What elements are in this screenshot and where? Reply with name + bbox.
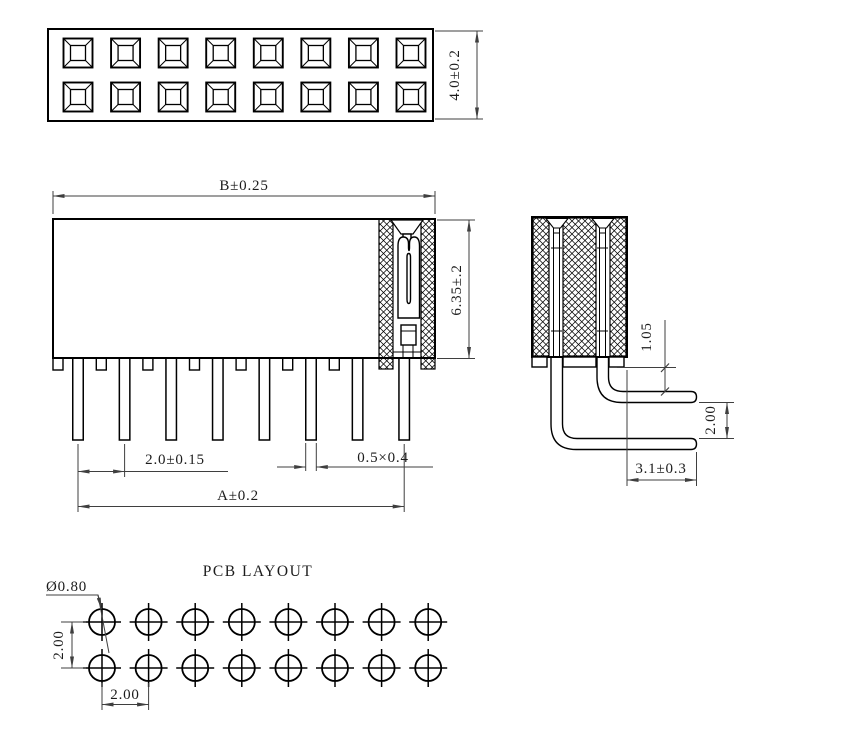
front-width-dimension-label: B±0.25 — [219, 178, 268, 194]
gap-dimension-label: 2.00 — [703, 405, 719, 434]
socket-cavity — [252, 37, 284, 69]
side-contact-lines — [551, 228, 608, 356]
pitch-dimension-label: 2.0±0.15 — [145, 452, 205, 468]
socket-cavity — [157, 37, 189, 69]
pcb-hole — [408, 602, 449, 642]
front-view: B±0.25 6.35±.2 2.0±0.15 — [52, 178, 475, 512]
pcb-hole — [82, 648, 122, 688]
standoff — [95, 357, 108, 371]
contact-base-box — [400, 324, 417, 346]
section-right-wall — [420, 218, 436, 359]
tail-dimension-label: 3.1±0.3 — [635, 461, 686, 477]
standoff — [188, 357, 201, 371]
front-width-extension-lines — [52, 191, 436, 214]
socket-cavity — [62, 81, 94, 113]
span-dimension-label: A±0.2 — [217, 488, 259, 504]
front-housing-outline — [52, 218, 436, 359]
side-view: 1.05 2.00 3.1±0.3 — [531, 216, 734, 486]
side-wall-right — [609, 217, 627, 357]
straight-pin — [118, 357, 131, 441]
section-left-wall — [378, 218, 394, 359]
pcb-vertical-dimension-label: 2.00 — [51, 630, 67, 659]
pcb-hole — [315, 602, 355, 642]
socket-cavity — [62, 37, 94, 69]
socket-cavity — [205, 81, 237, 113]
section-left-foot — [378, 357, 394, 370]
offset-dimension-label: 1.05 — [639, 322, 655, 351]
pcb-layout: PCB LAYOUT Ø0.80 2.00 2.00 — [46, 563, 449, 710]
socket-cavity — [205, 37, 237, 69]
pcb-hole — [221, 648, 262, 688]
straight-pin — [351, 357, 364, 441]
pcb-hole — [268, 602, 309, 642]
pcb-hole — [128, 648, 169, 688]
socket-cavity — [300, 37, 332, 69]
standoff-row — [52, 357, 340, 371]
standoff — [142, 357, 154, 371]
socket-cavity — [110, 37, 142, 69]
pcb-hole — [268, 648, 309, 688]
standoff — [235, 357, 247, 371]
standoff — [52, 357, 64, 371]
socket-cavity — [347, 37, 379, 69]
pcb-hole — [221, 602, 262, 642]
side-foot-left — [531, 356, 548, 368]
socket-cavity — [252, 81, 284, 113]
socket-cavity — [347, 81, 379, 113]
pcb-hole — [315, 648, 355, 688]
pcb-hole — [82, 602, 122, 642]
socket-cavity — [300, 81, 332, 113]
socket-cavity — [395, 81, 427, 113]
straight-pin — [211, 357, 224, 441]
hole-leader-arrow — [96, 594, 102, 610]
pcb-hole — [175, 602, 216, 642]
front-height-dimension-label: 6.35±.2 — [449, 264, 465, 315]
section-right-foot — [420, 357, 436, 370]
front-bottom-extension-lines — [77, 443, 405, 512]
hole-grid — [82, 602, 449, 688]
top-view: 4.0±0.2 — [47, 28, 483, 122]
pin-size-dimension-label: 0.5×0.4 — [357, 450, 409, 466]
side-foot-right — [608, 356, 625, 368]
standoff — [282, 357, 294, 371]
side-funnel-rear — [590, 217, 616, 229]
pcb-horizontal-dimension-label: 2.00 — [110, 687, 139, 703]
hole-diameter-label: Ø0.80 — [46, 579, 87, 595]
side-wall-left — [532, 217, 550, 357]
offset-tick-marks — [660, 363, 670, 396]
front-section-cutaway — [378, 218, 436, 370]
side-foot-center — [562, 356, 597, 368]
straight-pin — [258, 357, 271, 441]
pcb-hole — [361, 602, 402, 642]
socket-cavity — [395, 37, 427, 69]
pcb-hole — [408, 648, 449, 688]
straight-pin — [305, 357, 317, 441]
straight-pin — [398, 357, 411, 441]
entry-funnel — [389, 219, 425, 235]
side-wall-center — [562, 217, 597, 357]
pcb-hole — [361, 648, 402, 688]
socket-cavity — [110, 81, 142, 113]
pcb-hole — [128, 602, 169, 642]
contact-fork — [397, 236, 421, 319]
pcb-layout-title: PCB LAYOUT — [203, 563, 313, 580]
bent-pin-rear — [596, 356, 698, 404]
standoff — [328, 357, 340, 371]
socket-cavity — [157, 81, 189, 113]
straight-pin — [165, 357, 178, 441]
side-funnel-front — [544, 217, 570, 229]
pcb-hole — [175, 648, 216, 688]
top-height-dimension-label: 4.0±0.2 — [447, 49, 463, 100]
straight-pin — [72, 357, 84, 441]
bent-pin-front — [550, 356, 698, 451]
